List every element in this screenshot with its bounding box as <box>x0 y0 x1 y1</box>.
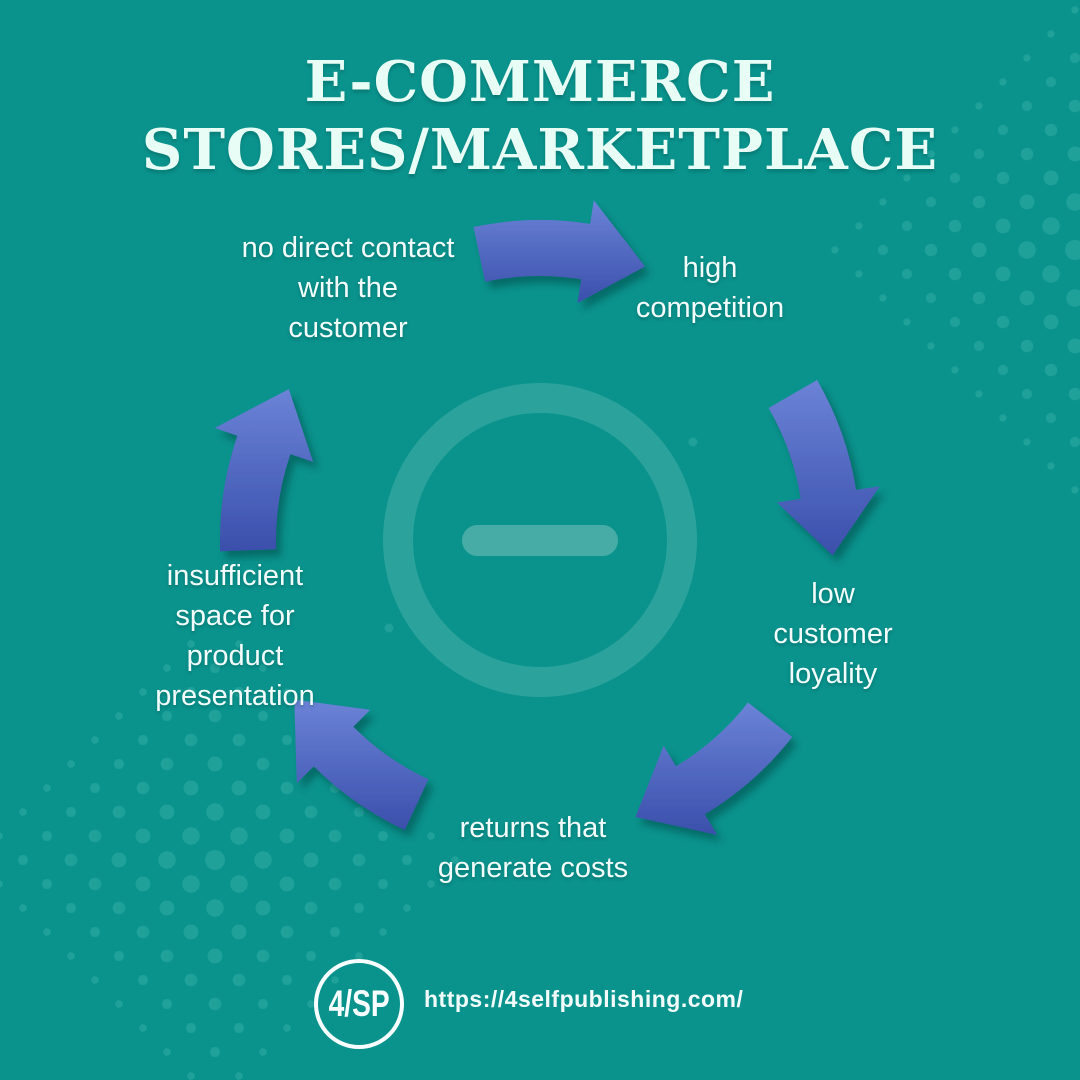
decorative-dots-top-right <box>831 6 1080 494</box>
page-title: E-COMMERCE STORES/MARKETPLACE <box>0 48 1080 184</box>
center-circle <box>383 383 697 697</box>
arrow-left <box>214 389 314 552</box>
cycle-label-low-customer-loyality: low customer loyality <box>773 578 893 690</box>
brand-logo-text: 4/SP <box>328 983 390 1024</box>
cycle-label-no-direct-contact: no direct contact with the customer <box>241 232 455 344</box>
arrow-bottom-right <box>635 702 793 835</box>
brand-logo: 4/SP <box>314 959 404 1049</box>
decorative-dots-bottom-left <box>0 616 459 1080</box>
cycle-label-high-competition: high competition <box>635 252 785 324</box>
title-line-2: STORES/MARKETPLACE <box>141 117 939 183</box>
arrow-bottom-left <box>294 699 429 830</box>
arrow-right <box>768 380 880 556</box>
decorative-dots-scattered <box>384 437 698 633</box>
cycle-label-insufficient-space: insufficient space for product presentat… <box>155 560 315 712</box>
arrow-top <box>473 200 645 303</box>
cycle-label-returns-generate-costs: returns that generate costs <box>437 812 629 884</box>
minus-icon <box>462 525 618 556</box>
website-url: https://4selfpublishing.com/ <box>424 986 744 1012</box>
title-line-1: E-COMMERCE <box>304 49 776 115</box>
